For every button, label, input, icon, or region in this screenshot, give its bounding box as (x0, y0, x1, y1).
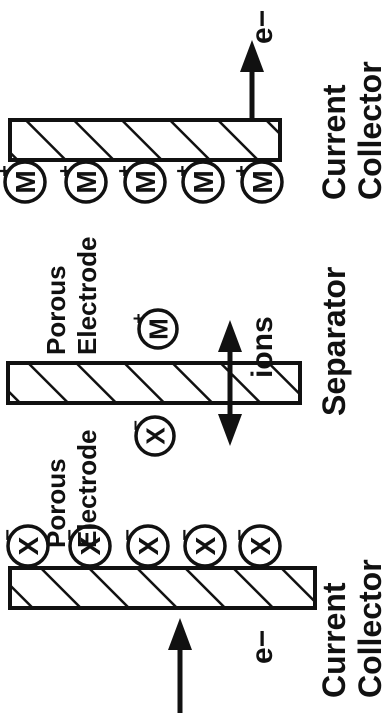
cation-m-right-4-circle (181, 160, 225, 204)
anion-x-left-1-circle (6, 524, 50, 568)
cation-m-right-4-symbol: M (188, 170, 219, 193)
label-porous-electrode-left-line2: Electrode (72, 430, 102, 549)
cation-m-right-4-charge: + (172, 165, 194, 177)
left-electrode-anions: X−X−X−X−X− (0, 524, 282, 568)
anion-x-left-4: X− (174, 524, 227, 568)
anion-x-left-4-circle (183, 524, 227, 568)
anion-x-free-symbol: X (140, 427, 170, 445)
ion-transport-arrow (218, 320, 242, 446)
free-anion: X− (126, 415, 176, 457)
anion-x-left-1-charge: − (0, 529, 19, 541)
anion-x-left-5-circle (238, 524, 282, 568)
cation-m-right-2-charge: + (55, 165, 77, 177)
anion-x-left-3-charge: − (117, 529, 139, 541)
ions-label: ions (246, 316, 279, 378)
label-porous-electrode-left-line1: Porous (41, 458, 71, 548)
cation-m-right-3: M+ (114, 160, 167, 204)
cation-m-right-1: M+ (0, 160, 47, 204)
label-porous-electrode-left: Porous Electrode (41, 430, 102, 549)
cation-m-right-3-symbol: M (130, 170, 161, 193)
anion-x-free-circle (134, 415, 176, 457)
anion-x-left-4-symbol: X (190, 536, 221, 555)
left-current-collector (8, 566, 317, 610)
anion-x-left-3-circle (126, 524, 170, 568)
label-current-collector-left: Current Collector (316, 559, 386, 698)
cation-m-right-4: M+ (172, 160, 225, 204)
left-collector-plate (8, 566, 317, 610)
cation-m-right-5-symbol: M (247, 170, 278, 193)
cation-m-right-5-circle (240, 160, 284, 204)
label-porous-electrode-right-line1: Porous (41, 265, 71, 355)
label-current-collector-left-line1: Current (316, 582, 352, 698)
separator-plate (6, 361, 302, 405)
electron-out-label: e− (246, 10, 279, 44)
anion-x-left-1-symbol: X (13, 536, 44, 555)
cation-m-right-1-charge: + (0, 165, 16, 177)
anion-x-left-2: X− (59, 524, 112, 568)
anion-x-left-3: X− (117, 524, 170, 568)
cation-m-right-2-symbol: M (71, 170, 102, 193)
arrow-head-electron-in (168, 618, 192, 650)
anion-x-left-3-symbol: X (133, 536, 164, 555)
cation-m-right-5-charge: + (231, 165, 253, 177)
anion-x-left-1: X− (0, 524, 50, 568)
label-separator: Separator (316, 267, 352, 416)
cation-m-right-2-circle (64, 160, 108, 204)
cation-m-right-1-symbol: M (10, 170, 41, 193)
label-current-collector-right-line2: Collector (352, 61, 386, 200)
anion-x-left-2-charge: − (59, 529, 81, 541)
electron-in-arrow (168, 618, 192, 713)
free-cation: M+ (129, 308, 179, 350)
cation-m-free-symbol: M (143, 318, 173, 340)
label-electron-bottom: e− (246, 630, 279, 664)
right-collector-plate (8, 118, 282, 162)
cation-m-right-5: M+ (231, 160, 284, 204)
cation-m-right-3-circle (123, 160, 167, 204)
label-current-collector-left-line2: Collector (352, 559, 386, 698)
label-porous-electrode-right-line2: Electrode (72, 237, 102, 356)
right-current-collector (8, 118, 282, 162)
label-porous-electrode-right: Porous Electrode (41, 237, 102, 356)
arrow-head-electron-out (240, 40, 264, 72)
cation-m-right-1-circle (3, 160, 47, 204)
cation-m-free-circle (137, 308, 179, 350)
right-electrode-cations: M+M+M+M+M+ (0, 160, 284, 204)
anion-x-free: X− (126, 415, 176, 457)
label-ions: ions (246, 316, 279, 378)
cation-m-free: M+ (129, 308, 179, 350)
label-current-collector-right-line1: Current (316, 84, 352, 200)
anion-x-left-5: X− (229, 524, 282, 568)
electron-in-label: e− (246, 630, 279, 664)
anion-x-left-2-circle (68, 524, 112, 568)
label-electron-top: e− (246, 10, 279, 44)
anion-x-left-5-charge: − (229, 529, 251, 541)
label-current-collector-right: Current Collector (316, 61, 386, 200)
cation-m-right-2: M+ (55, 160, 108, 204)
anion-x-left-4-charge: − (174, 529, 196, 541)
anion-x-free-charge: − (126, 420, 146, 431)
electron-out-arrow (240, 40, 264, 118)
cation-m-free-charge: + (129, 313, 149, 324)
separator (6, 361, 302, 405)
separator-label: Separator (316, 267, 352, 416)
arrow-head-down (218, 414, 242, 446)
anion-x-left-5-symbol: X (245, 536, 276, 555)
arrow-head-up (218, 320, 242, 352)
cation-m-right-3-charge: + (114, 165, 136, 177)
anion-x-left-2-symbol: X (75, 536, 106, 555)
